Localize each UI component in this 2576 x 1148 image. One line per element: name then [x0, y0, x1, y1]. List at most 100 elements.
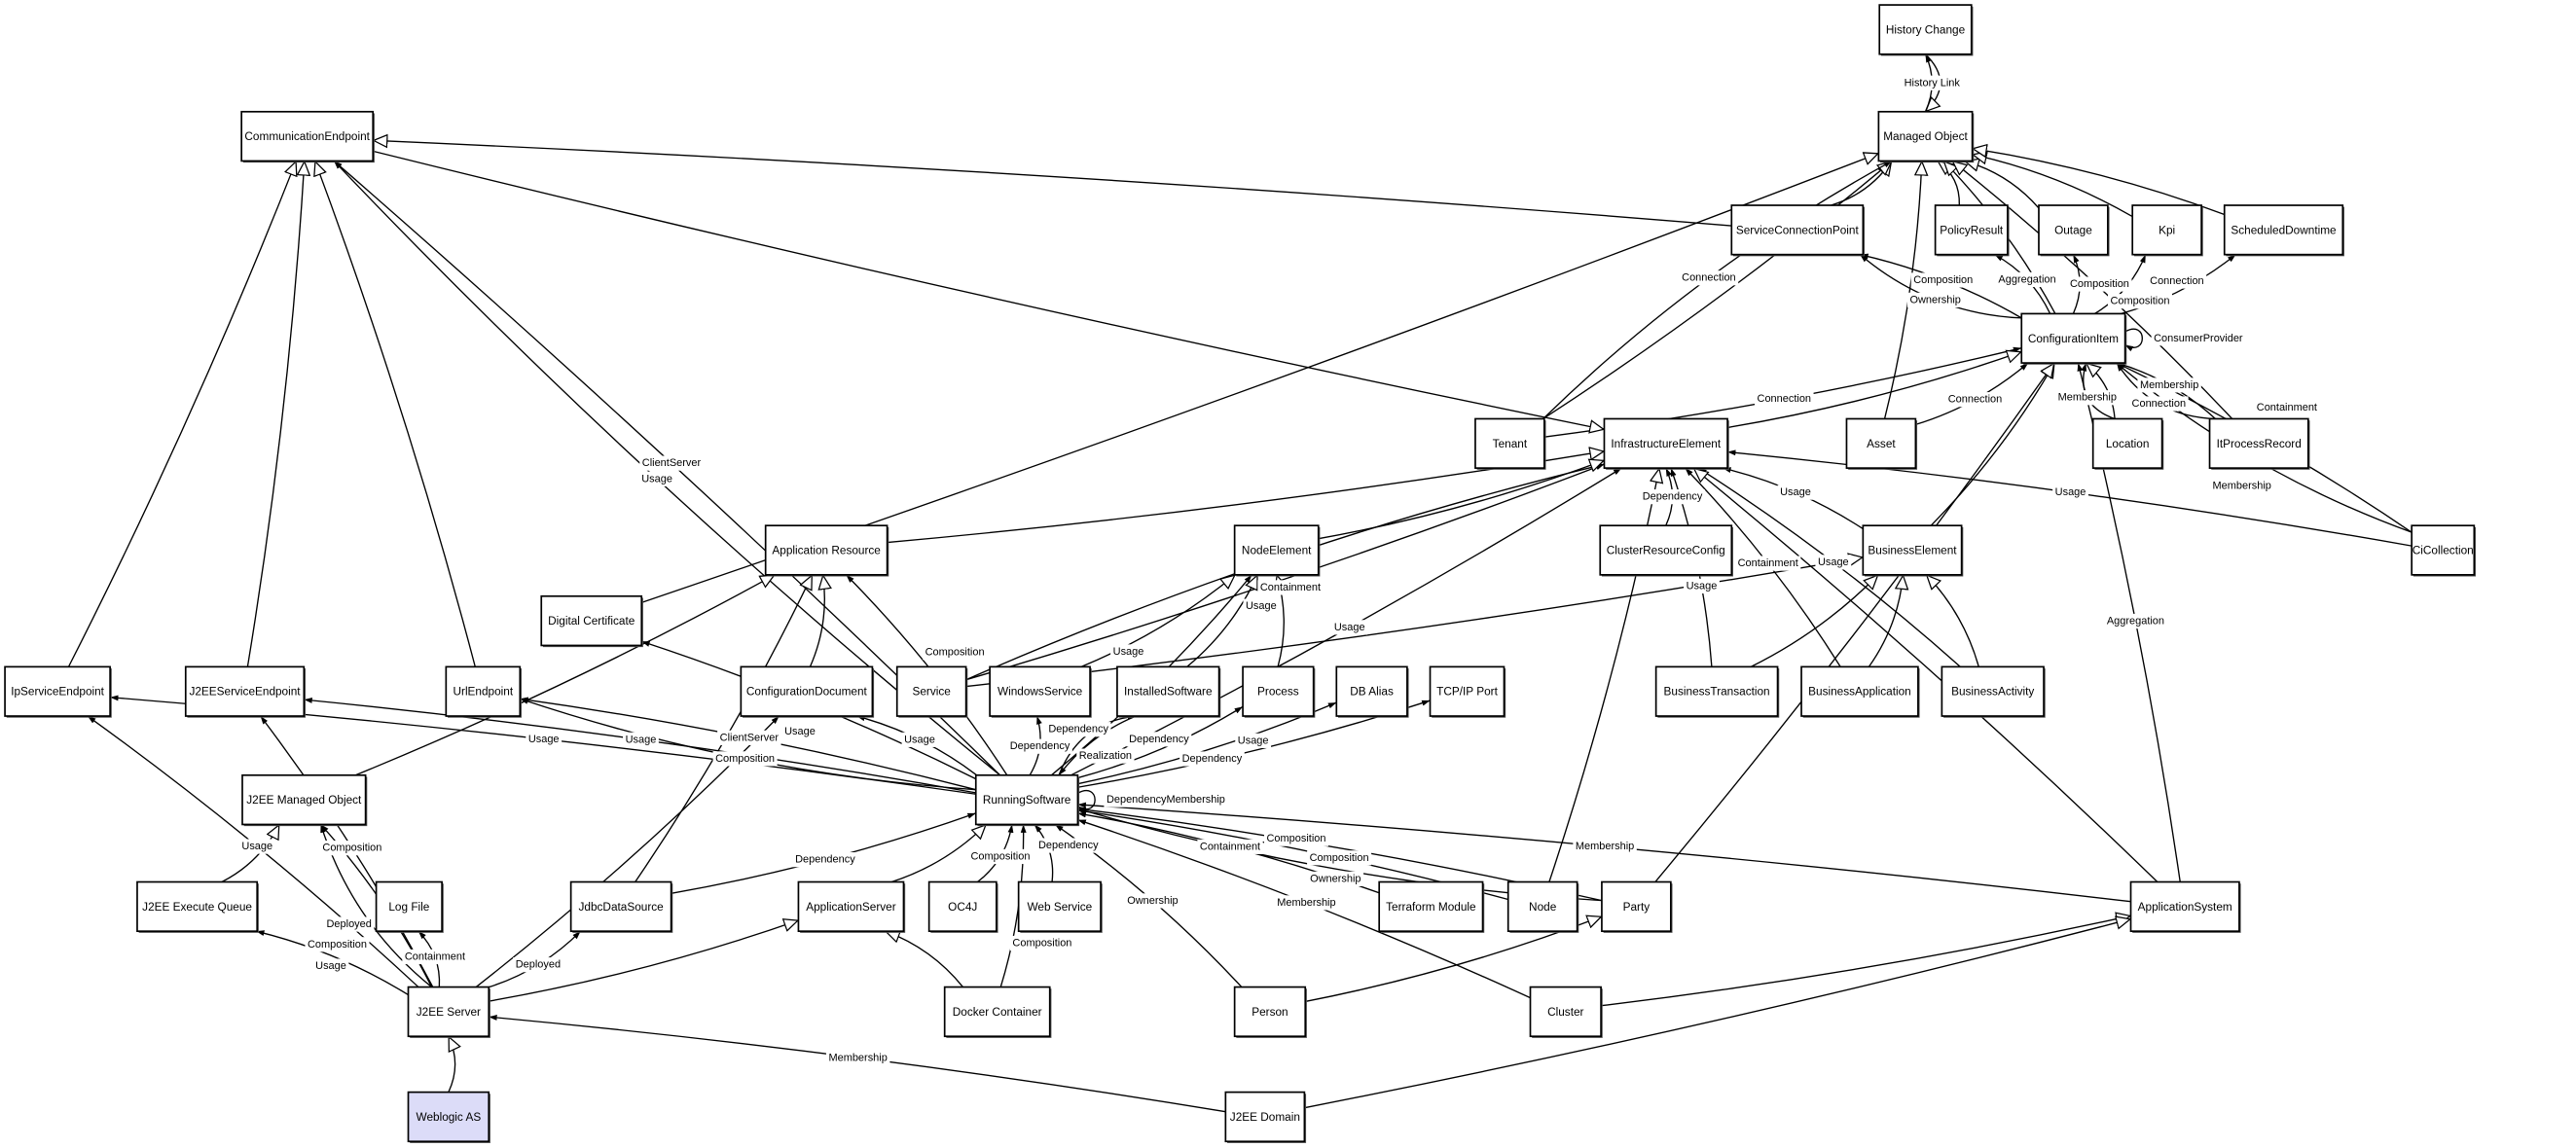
class-node-oc4-j[interactable]: OC4J	[927, 880, 998, 933]
relation-ip-service-endpoint-to-communication-endpoint[interactable]	[67, 161, 296, 667]
relation-j2-ee-domain-to-application-system[interactable]	[1304, 919, 2130, 1109]
relation-label-group: Connection	[1945, 392, 2005, 408]
relation-label-background	[2254, 400, 2320, 415]
class-node-running-software[interactable]: RunningSoftware	[974, 773, 1080, 827]
relation-label: DependencyMembership	[1107, 794, 1225, 806]
class-node-j2-ee-managed-object[interactable]: J2EE Managed Object	[241, 773, 368, 827]
relation-configuration-item-to-configuration-item[interactable]	[2124, 328, 2143, 352]
class-node-node-element[interactable]: NodeElement	[1233, 524, 1321, 577]
relation-installed-software-to-running-software[interactable]	[1058, 715, 1137, 776]
class-node-docker-container[interactable]: Docker Container	[943, 986, 1052, 1038]
class-node-application-resource[interactable]: Application Resource	[764, 524, 889, 577]
relation-weblogic-as-to-j2-ee-server[interactable]	[448, 1036, 455, 1093]
relation-asset-to-managed-object[interactable]	[1883, 161, 1922, 419]
class-node-application-server[interactable]: ApplicationServer	[797, 880, 906, 933]
relation-location-to-configuration-item[interactable]	[2086, 363, 2116, 419]
class-node-windows-service[interactable]: WindowsService	[989, 665, 1092, 718]
relation-running-software-to-running-software[interactable]	[1077, 790, 1096, 813]
relation-label-background	[1735, 556, 1801, 571]
relation-application-system-to-infrastructure-element[interactable]	[1693, 468, 2159, 883]
class-node-web-service[interactable]: Web Service	[1017, 880, 1103, 933]
relation-policy-result-to-managed-object[interactable]	[1938, 160, 1960, 206]
class-node-configuration-document[interactable]: ConfigurationDocument	[740, 665, 875, 718]
relation-business-transaction-to-business-element[interactable]	[1750, 575, 1878, 667]
class-node-j2-ee-service-endpoint[interactable]: J2EEServiceEndpoint	[184, 665, 307, 718]
class-node-policy-result[interactable]: PolicyResult	[1934, 204, 2010, 257]
relation-infrastructure-element-to-configuration-item[interactable]	[1726, 351, 2021, 429]
relation-j2-ee-service-endpoint-to-communication-endpoint[interactable]	[246, 161, 304, 667]
relation-business-element-to-configuration-item[interactable]	[1930, 363, 2055, 526]
relation-business-activity-to-business-element[interactable]	[1926, 575, 1979, 667]
class-node-ip-service-endpoint[interactable]: IpServiceEndpoint	[4, 665, 112, 718]
relation-running-software-to-process[interactable]	[1077, 705, 1244, 779]
relation-j2-ee-server-to-application-server[interactable]	[489, 920, 798, 1002]
relation-web-service-to-running-software[interactable]	[1034, 823, 1054, 882]
class-node-service[interactable]: Service	[895, 665, 968, 718]
relation-configuration-document-to-application-resource[interactable]	[809, 575, 824, 667]
relation-communication-endpoint-to-infrastructure-element[interactable]	[373, 150, 1604, 429]
class-node-business-transaction[interactable]: BusinessTransaction	[1654, 665, 1780, 718]
relation-installed-software-to-node-element[interactable]	[1186, 575, 1258, 667]
class-node-kpi[interactable]: Kpi	[2131, 204, 2203, 257]
relation-kpi-to-managed-object[interactable]	[1973, 155, 2133, 218]
class-node-it-process-record[interactable]: ItProcessRecord	[2208, 417, 2310, 470]
relation-windows-service-to-node-element[interactable]	[1080, 575, 1235, 668]
class-node-location[interactable]: Location	[2091, 417, 2164, 470]
class-node-cluster-resource-config[interactable]: ClusterResourceConfig	[1599, 524, 1733, 577]
class-node-party[interactable]: Party	[1601, 880, 1673, 933]
relation-node-element-to-infrastructure-element[interactable]	[1318, 460, 1605, 540]
relation-configuration-item-to-scheduled-downtime[interactable]	[2121, 254, 2236, 315]
class-node-terraform-module[interactable]: Terraform Module	[1378, 880, 1485, 933]
class-node-person[interactable]: Person	[1233, 986, 1307, 1038]
node-label: Weblogic AS	[417, 1110, 482, 1124]
class-node-communication-endpoint[interactable]: CommunicationEndpoint	[240, 110, 375, 163]
class-node-outage[interactable]: Outage	[2038, 204, 2110, 257]
class-node-history-change[interactable]: History Change	[1878, 4, 1974, 56]
class-node-node[interactable]: Node	[1506, 880, 1579, 933]
class-node-url-endpoint[interactable]: UrlEndpoint	[445, 665, 522, 718]
relation-docker-container-to-application-server[interactable]	[886, 931, 964, 987]
class-node-ci-collection[interactable]: CiCollection	[2411, 524, 2477, 577]
relation-tenant-to-managed-object[interactable]	[1542, 161, 1893, 420]
class-node-application-system[interactable]: ApplicationSystem	[2129, 880, 2241, 933]
class-node-business-application[interactable]: BusinessApplication	[1800, 665, 1920, 718]
class-node-j2-ee-domain[interactable]: J2EE Domain	[1224, 1091, 1307, 1143]
class-node-weblogic-as[interactable]: Weblogic AS	[407, 1091, 490, 1143]
relation-service-to-business-element[interactable]	[965, 557, 1864, 688]
class-node-process[interactable]: Process	[1242, 665, 1316, 718]
class-node-tenant[interactable]: Tenant	[1474, 417, 1546, 470]
class-node-jdbc-data-source[interactable]: JdbcDataSource	[569, 880, 673, 933]
relation-j2-ee-execute-queue-to-j2-ee-managed-object[interactable]	[221, 824, 280, 883]
class-node-j2-ee-execute-queue[interactable]: J2EE Execute Queue	[136, 880, 259, 933]
relation-tenant-to-managed-object[interactable]	[1542, 160, 1893, 419]
class-node-tcpip-port[interactable]: TCP/IP Port	[1429, 665, 1506, 718]
class-node-business-activity[interactable]: BusinessActivity	[1941, 665, 2046, 718]
relation-application-server-to-running-software[interactable]	[890, 824, 986, 883]
relation-business-application-to-business-element[interactable]	[1868, 575, 1903, 667]
relation-party-to-configuration-item[interactable]	[1654, 363, 2055, 882]
class-node-configuration-item[interactable]: ConfigurationItem	[2020, 312, 2127, 365]
class-node-log-file[interactable]: Log File	[375, 880, 444, 933]
relation-label: Usage	[2055, 486, 2086, 498]
node-box	[943, 986, 1051, 1038]
class-node-infrastructure-element[interactable]: InfrastructureElement	[1603, 417, 1729, 470]
relation-j2-ee-server-to-j2-ee-execute-queue[interactable]	[255, 930, 409, 996]
class-node-service-connection-point[interactable]: ServiceConnectionPoint	[1730, 204, 1866, 257]
class-node-db-alias[interactable]: DB Alias	[1335, 665, 1409, 718]
relation-cluster-to-application-system[interactable]	[1601, 915, 2130, 1007]
relation-label: Dependency	[1182, 753, 1243, 765]
class-node-cluster[interactable]: Cluster	[1529, 986, 1603, 1038]
relation-service-connection-point-to-communication-endpoint[interactable]	[373, 140, 1732, 227]
class-node-asset[interactable]: Asset	[1845, 417, 1918, 470]
relation-label: Membership	[2140, 379, 2198, 391]
relation-url-endpoint-to-communication-endpoint[interactable]	[315, 161, 476, 667]
relation-scheduled-downtime-to-managed-object[interactable]	[1973, 149, 2225, 216]
class-node-j2-ee-server[interactable]: J2EE Server	[407, 986, 490, 1038]
relation-node-to-infrastructure-element[interactable]	[1548, 468, 1659, 882]
class-node-scheduled-downtime[interactable]: ScheduledDowntime	[2223, 204, 2344, 257]
class-node-installed-software[interactable]: InstalledSoftware	[1116, 665, 1221, 718]
class-node-business-element[interactable]: BusinessElement	[1862, 524, 1964, 577]
relation-j2-ee-managed-object-to-application-resource[interactable]	[355, 574, 775, 776]
class-node-digital-certificate[interactable]: Digital Certificate	[540, 594, 643, 648]
class-node-managed-object[interactable]: Managed Object	[1877, 110, 1975, 163]
